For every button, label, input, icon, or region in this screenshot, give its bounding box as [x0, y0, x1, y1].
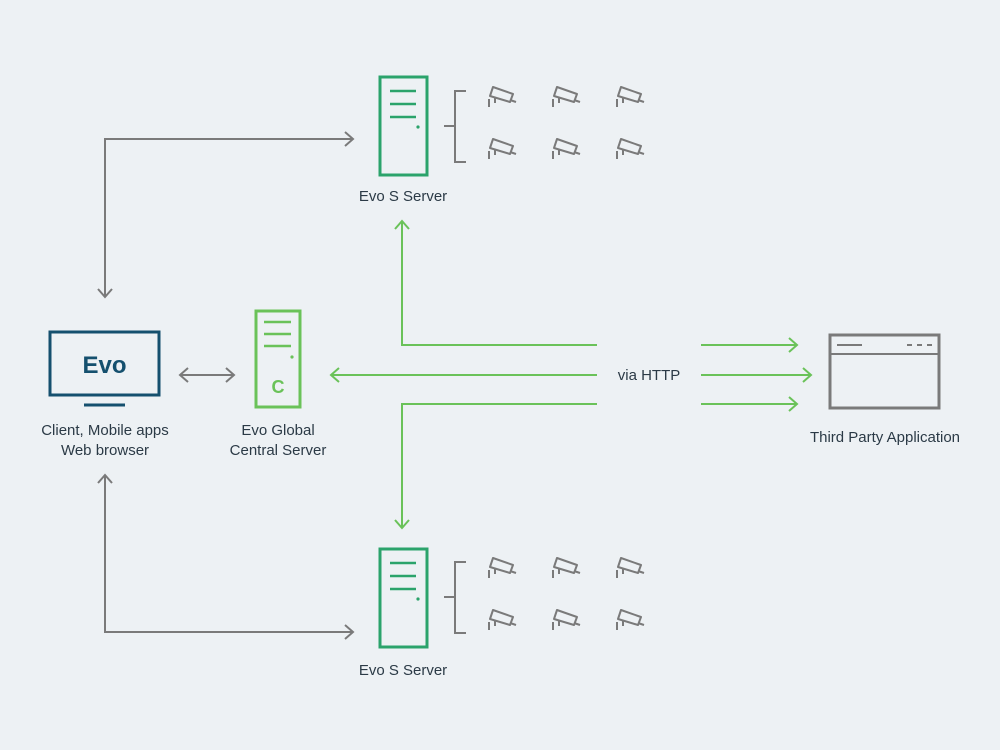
camera-icon — [552, 609, 581, 631]
camera-icon — [616, 86, 645, 108]
camera-icon — [552, 557, 581, 579]
central-letter: C — [272, 377, 285, 397]
central-server-label: Evo Global Central Server — [208, 421, 348, 461]
camera-icon — [552, 86, 581, 108]
third-party-label: Third Party Application — [809, 429, 961, 446]
client-monitor-icon: Evo — [48, 330, 161, 407]
camera-icon — [616, 609, 645, 631]
client-central-connector — [178, 367, 236, 383]
bottom-server-icon — [378, 547, 429, 649]
camera-icon — [616, 557, 645, 579]
http-top-server-line — [394, 219, 597, 346]
via-http-label: via HTTP — [618, 367, 681, 384]
top-server-label: Evo S Server — [358, 188, 448, 205]
client-bottom-server-connector — [97, 473, 355, 640]
http-bottom-server-line — [394, 403, 597, 530]
http-third-party-arrows — [701, 337, 813, 412]
top-server-icon — [378, 75, 429, 177]
camera-icon — [488, 86, 517, 108]
camera-icon — [488, 557, 517, 579]
camera-icon — [552, 138, 581, 160]
central-label-line2: Central Server — [229, 442, 327, 459]
camera-icon — [488, 138, 517, 160]
bottom-server-label: Evo S Server — [358, 662, 448, 679]
client-label-line2: Web browser — [60, 442, 150, 459]
client-label-line1: Client, Mobile apps — [41, 422, 169, 439]
camera-icon — [616, 138, 645, 160]
http-central-line — [329, 367, 597, 383]
client-label: Client, Mobile apps Web browser — [20, 421, 190, 461]
camera-icon — [488, 609, 517, 631]
third-party-window-icon — [828, 333, 941, 410]
bottom-camera-bracket — [444, 561, 466, 634]
central-server-icon: C — [254, 309, 302, 409]
top-camera-bracket — [444, 90, 466, 163]
client-top-server-connector — [97, 131, 355, 299]
evo-screen-text: Evo — [82, 352, 126, 379]
central-label-line1: Evo Global — [241, 422, 315, 439]
